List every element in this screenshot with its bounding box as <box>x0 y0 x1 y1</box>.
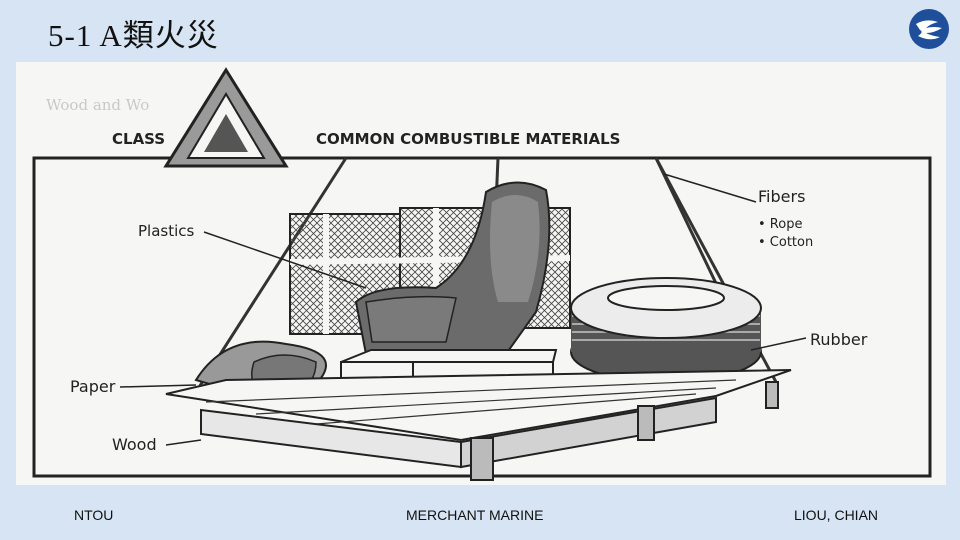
wooden-pallet <box>166 370 791 480</box>
class-word: CLASS <box>112 130 165 148</box>
faint-text: Wood and Wo <box>46 96 149 114</box>
label-fibers: Fibers <box>758 187 805 206</box>
label-plastics: Plastics <box>138 222 195 240</box>
slide-title: 5-1 A類火災 <box>48 10 219 55</box>
footer-left: NTOU <box>74 507 113 523</box>
ntou-logo-icon <box>908 8 950 50</box>
class-a-illustration: Wood and Wo CLASS COMMON COMBUSTIBLE MAT… <box>16 62 946 485</box>
heading: COMMON COMBUSTIBLE MATERIALS <box>316 130 620 148</box>
label-rope: • Rope <box>758 217 802 232</box>
footer-center: MERCHANT MARINE <box>406 507 543 523</box>
footer-right: LIOU, CHIAN <box>794 507 878 523</box>
label-paper: Paper <box>70 377 116 396</box>
class-a-triangle-icon <box>166 70 286 166</box>
label-rubber: Rubber <box>810 330 868 349</box>
label-cotton: • Cotton <box>758 235 813 250</box>
label-wood: Wood <box>112 435 157 454</box>
rubber-tires <box>571 278 761 382</box>
